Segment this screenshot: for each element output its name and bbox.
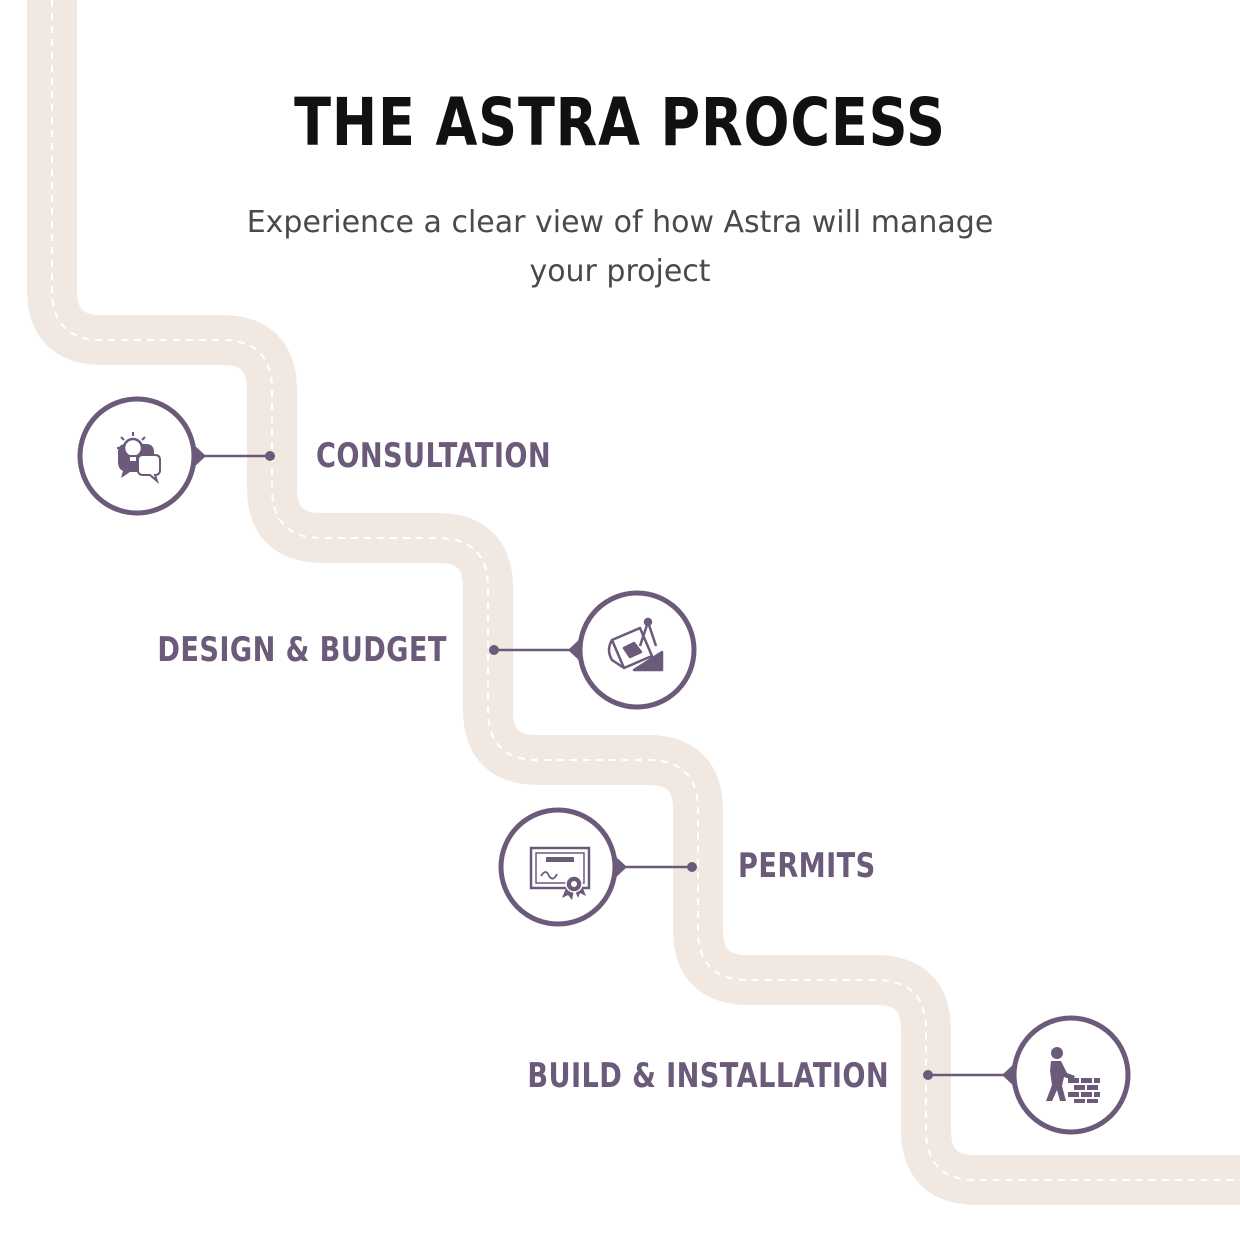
connector-dot	[687, 862, 697, 872]
connector-dot	[489, 645, 499, 655]
step-consultation	[77, 396, 275, 516]
bricklayer-icon	[1046, 1047, 1100, 1103]
step-design-budget	[489, 590, 697, 710]
lightbulb-chat-icon	[117, 432, 161, 485]
road-path	[27, 0, 1240, 1205]
step-label-permits: PERMITS	[738, 846, 876, 886]
connector-pointer	[568, 637, 582, 663]
connector-dot	[923, 1070, 933, 1080]
connector-pointer	[1002, 1062, 1016, 1088]
connector-pointer	[613, 854, 627, 880]
page-title: THE ASTRA PROCESS	[294, 84, 946, 161]
blueprint-icon	[607, 617, 664, 672]
page-subtitle: Experience a clear view of how Astra wil…	[246, 205, 994, 289]
step-label-build-installation: BUILD & INSTALLATION	[527, 1056, 889, 1096]
step-permits	[498, 807, 697, 927]
step-label-design-budget: DESIGN & BUDGET	[157, 630, 447, 670]
connector-dot	[265, 451, 275, 461]
connector-pointer	[192, 443, 206, 469]
step-label-consultation: CONSULTATION	[316, 436, 552, 476]
road-centerline	[51, 0, 1240, 1181]
certificate-icon	[529, 846, 591, 900]
step-build-installation	[923, 1015, 1131, 1135]
